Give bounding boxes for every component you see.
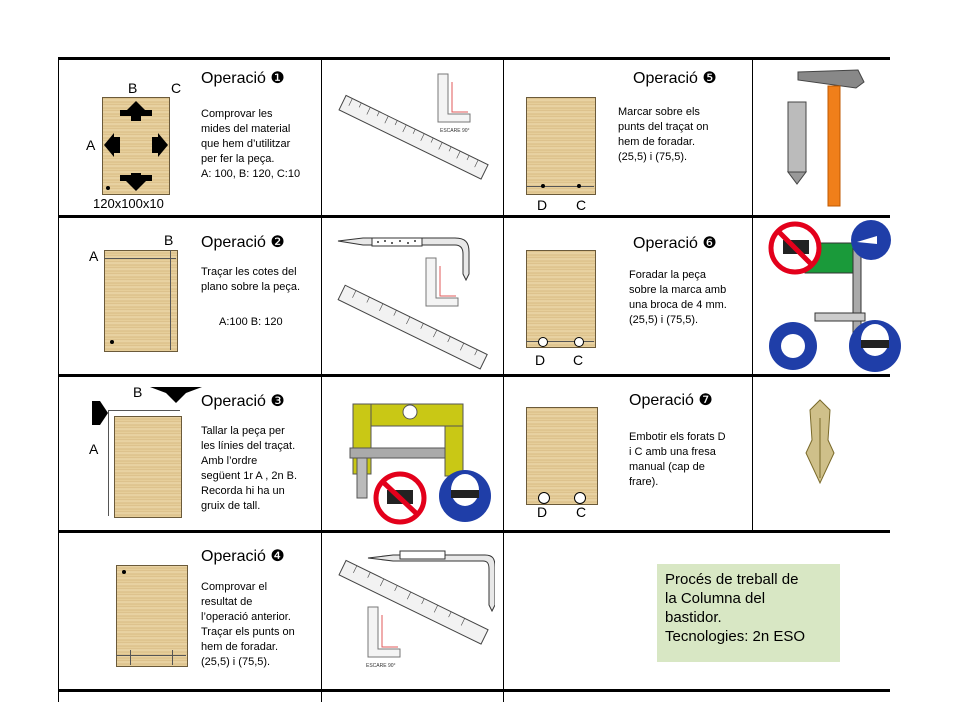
scroll-saw-icon — [349, 403, 491, 525]
label-b: B — [128, 80, 138, 96]
op1-title: Operació ❶ — [201, 70, 285, 87]
op3-text: Tallar la peça per les línies del traçat… — [201, 425, 298, 512]
op5-text: Marcar sobre els punts del traçat on hem… — [618, 106, 709, 163]
label-c: C — [576, 197, 587, 213]
reference-dot — [122, 570, 126, 574]
wood-piece-op5 — [526, 97, 596, 195]
op5-title: Operació ❺ — [633, 70, 717, 87]
op2-text: Traçar les cotes del plano sobre la peça… — [201, 266, 301, 293]
scriber-ruler-square-icon — [337, 237, 488, 370]
dimensions-label: 120x100x10 — [93, 196, 164, 211]
gloves-sign-icon — [851, 220, 891, 260]
op7-title: Operació ❼ — [629, 392, 713, 409]
op1-text: Comprovar les mides del material que hem… — [201, 108, 301, 180]
hole-d — [538, 337, 548, 347]
countersink-bit-icon — [805, 399, 835, 485]
countersunk-hole-d — [538, 492, 550, 504]
ruler-and-square-icon: ESCARE 90° — [338, 73, 489, 180]
no-hands-sign-icon — [768, 221, 822, 275]
goggles-sign-icon — [439, 470, 491, 522]
hole-c — [574, 337, 584, 347]
label-c: C — [573, 352, 584, 368]
wood-piece-op4 — [116, 565, 188, 667]
wood-piece-op2 — [104, 250, 178, 352]
countersunk-hole-c — [574, 492, 586, 504]
label-a: A — [89, 248, 99, 264]
ruler-scriber-square-icon: ESCARE 90° — [338, 550, 495, 669]
label-d: D — [537, 504, 548, 520]
op6-title: Operació ❻ — [633, 235, 717, 252]
op7-text: Embotir els forats D i C amb una fresa m… — [629, 431, 726, 488]
reference-dot — [110, 340, 114, 344]
hearing-sign-icon — [769, 322, 817, 370]
label-d: D — [537, 197, 548, 213]
no-hands-sign-icon — [373, 471, 427, 525]
mark-point-d — [541, 184, 545, 188]
label-a: A — [89, 441, 99, 457]
label-d: D — [535, 352, 546, 368]
arrows-icon — [104, 101, 168, 191]
wood-piece-op7 — [526, 407, 598, 505]
op2-dimensions: A:100 B: 120 — [219, 316, 283, 328]
hammer-and-punch-icon — [787, 69, 865, 207]
op6-text: Foradar la peça sobre la marca amb una b… — [629, 269, 727, 326]
arrow-right-icon — [92, 401, 108, 425]
drill-press-safety-icon — [768, 220, 901, 372]
goggles-sign-icon — [849, 320, 901, 372]
process-legend: Procés de treball de la Columna del bast… — [657, 564, 840, 662]
label-a: A — [86, 137, 96, 153]
svg-text:ESCARE 90°: ESCARE 90° — [440, 128, 470, 134]
label-c: C — [171, 80, 182, 96]
label-b: B — [133, 384, 143, 400]
wood-piece-op6 — [526, 250, 596, 348]
label-c: C — [576, 504, 587, 520]
mark-point-c — [577, 184, 581, 188]
op3-title: Operació ❸ — [201, 393, 285, 410]
svg-text:ESCARE 90°: ESCARE 90° — [366, 663, 396, 669]
label-b: B — [164, 232, 174, 248]
arrow-down-icon — [150, 387, 202, 403]
op4-text: Comprovar el resultat de l’operació ante… — [201, 581, 295, 668]
wood-piece-op3 — [114, 416, 182, 518]
reference-dot — [106, 186, 110, 190]
op2-title: Operació ❷ — [201, 234, 285, 251]
op4-title: Operació ❹ — [201, 548, 285, 565]
